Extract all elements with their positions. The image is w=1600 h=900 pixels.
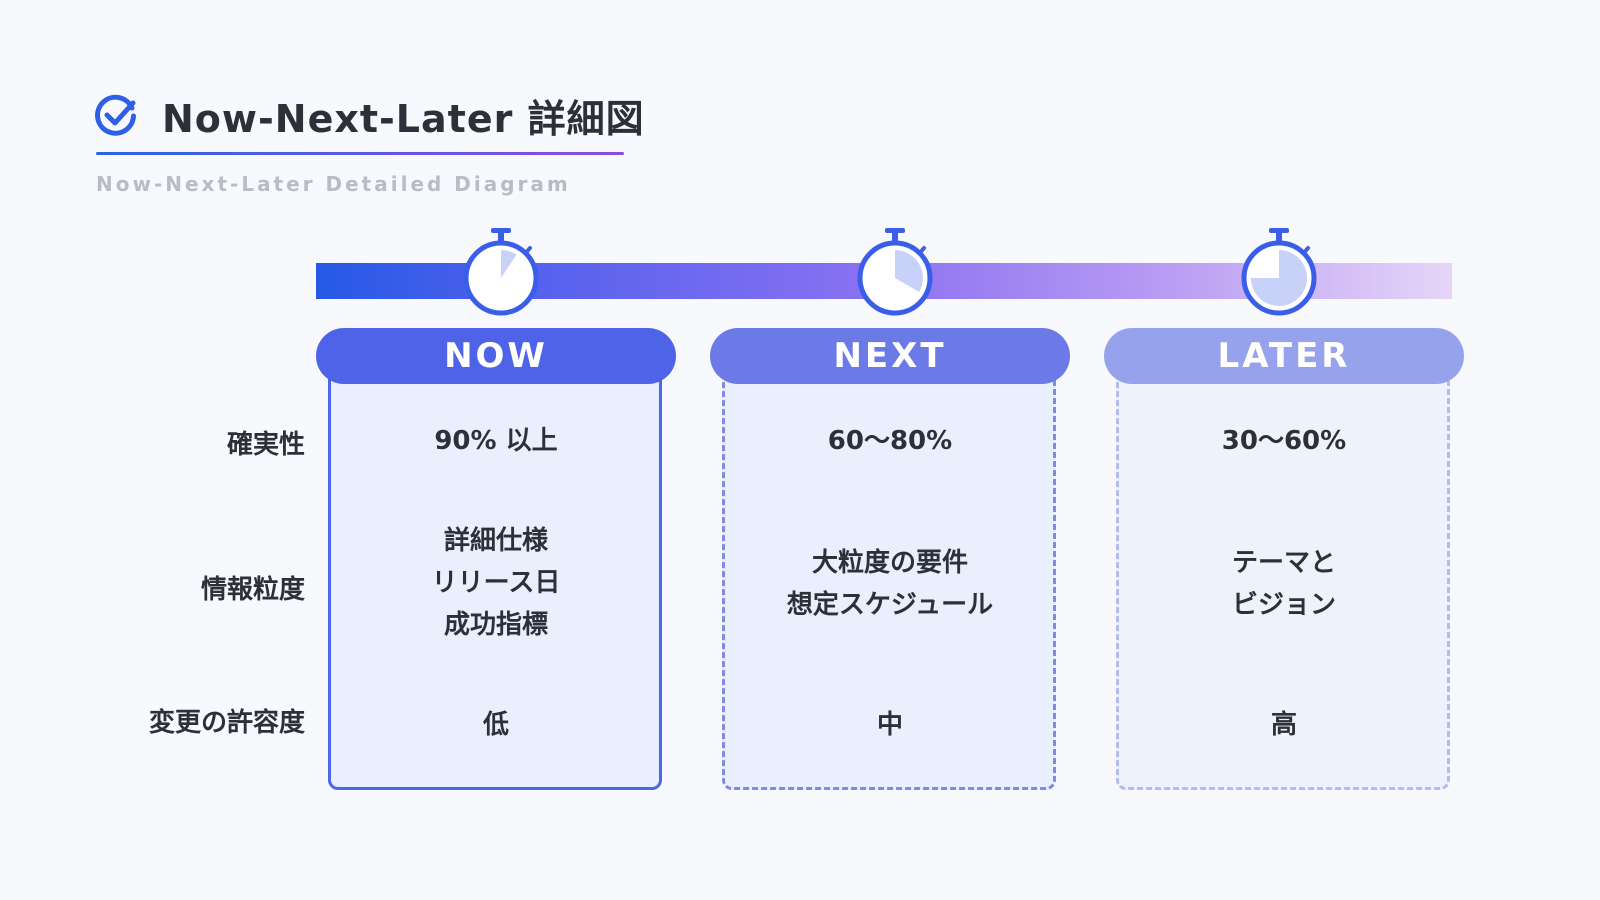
- certainty-value: 30〜60%: [1221, 426, 1347, 456]
- tolerance-value: 低: [482, 710, 509, 740]
- page-title: Now-Next-Later 詳細図: [162, 97, 645, 141]
- granularity-value: テーマと ビジョン: [1104, 542, 1464, 626]
- column-header-later: LATER: [1104, 328, 1464, 384]
- tolerance-value: 高: [1270, 710, 1297, 740]
- granularity-line: 想定スケジュール: [786, 590, 994, 620]
- dotted-divider: [1174, 670, 1386, 673]
- column-body: [328, 356, 662, 790]
- column-now: NOW 90% 以上 詳細仕様 リリース日 成功指標 低: [316, 328, 676, 794]
- dotted-divider: [386, 670, 598, 673]
- column-body: [722, 356, 1056, 790]
- dotted-divider: [1174, 492, 1386, 495]
- dotted-divider: [780, 492, 992, 495]
- row-label-tolerance: 変更の許容度: [148, 708, 305, 738]
- row-label-granularity: 情報粒度: [200, 575, 305, 605]
- dotted-divider: [780, 670, 992, 673]
- tolerance-value: 中: [876, 710, 903, 740]
- stopwatch-icon: [1241, 228, 1317, 316]
- title-underline: [96, 152, 624, 155]
- column-body: [1116, 356, 1450, 790]
- column-header-now: NOW: [316, 328, 676, 384]
- granularity-value: 大粒度の要件 想定スケジュール: [710, 542, 1070, 626]
- row-label-certainty: 確実性: [226, 430, 305, 460]
- certainty-value: 60〜80%: [827, 426, 953, 456]
- stopwatch-icon: [463, 228, 539, 316]
- granularity-line: 成功指標: [443, 610, 548, 640]
- column-header-next: NEXT: [710, 328, 1070, 384]
- stopwatch-icon: [857, 228, 933, 316]
- granularity-line: 詳細仕様: [443, 526, 548, 556]
- column-next: NEXT 60〜80% 大粒度の要件 想定スケジュール 中: [710, 328, 1070, 794]
- column-later: LATER 30〜60% テーマと ビジョン 高: [1104, 328, 1464, 794]
- page-subtitle: Now-Next-Later Detailed Diagram: [96, 172, 571, 196]
- granularity-line: ビジョン: [1231, 590, 1336, 620]
- granularity-line: リリース日: [431, 568, 561, 598]
- certainty-value: 90% 以上: [434, 426, 558, 456]
- granularity-line: テーマと: [1231, 548, 1336, 578]
- dotted-divider: [386, 492, 598, 495]
- granularity-line: 大粒度の要件: [811, 548, 968, 578]
- granularity-value: 詳細仕様 リリース日 成功指標: [316, 520, 676, 646]
- check-circle-icon: [95, 94, 136, 136]
